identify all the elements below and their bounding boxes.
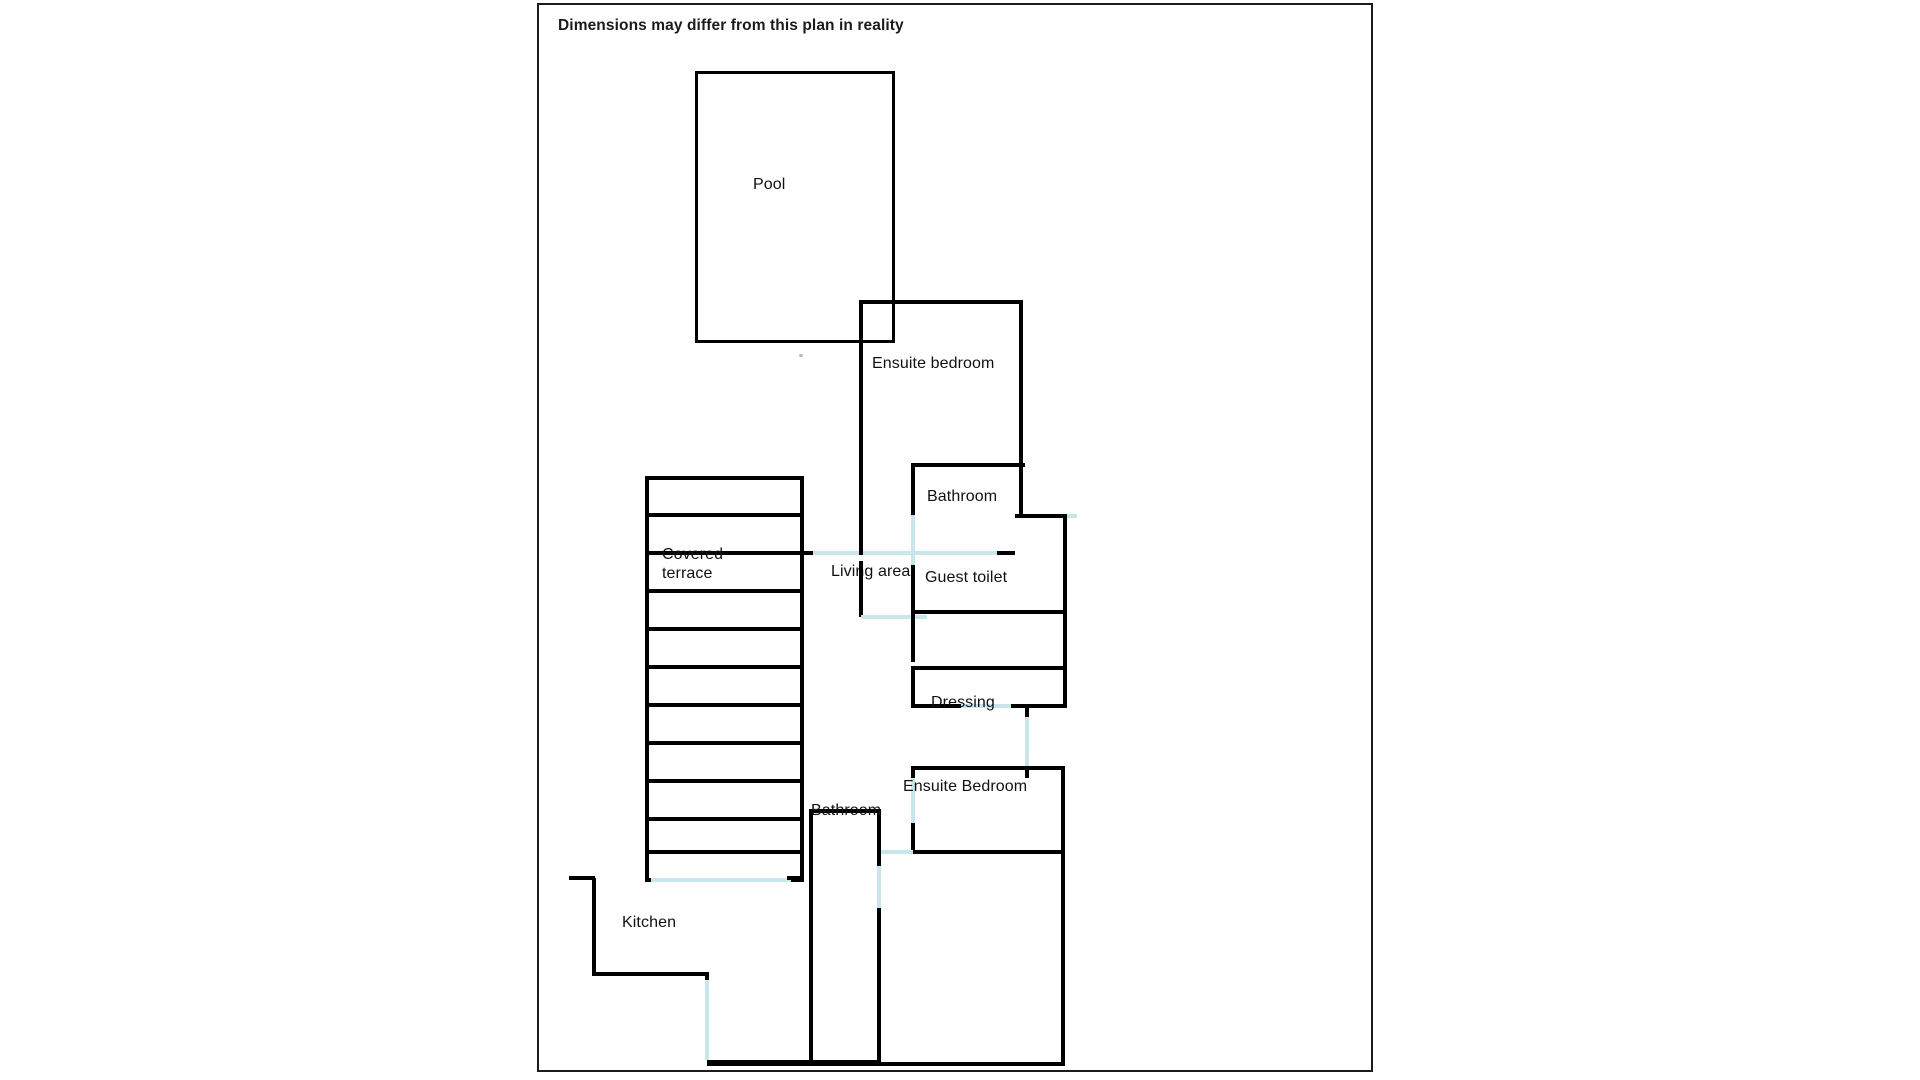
terrace-band-8 [645, 779, 804, 783]
door-bathroom-upper-left [911, 515, 915, 565]
terrace-band-9 [645, 817, 804, 821]
dressing-wall-top-right [1029, 766, 1065, 770]
room-label-covered-terrace-line1: Covered [662, 546, 724, 563]
bathroom-lower-wall-left [809, 809, 813, 1066]
terrace-wall-left [645, 476, 649, 882]
guest-toilet-wall-bottom-right [1011, 704, 1067, 708]
dressing-wall-left-b [911, 823, 915, 853]
corridor-wall-stub-top [1025, 704, 1029, 718]
terrace-wall-right [800, 476, 804, 882]
door-living-area-top [811, 551, 1004, 555]
terrace-band-2 [645, 551, 804, 555]
bathroom-upper-wall-right-upper [1019, 463, 1023, 518]
guest-toilet-wall-bottom-left [911, 704, 963, 708]
ensuite-upper-wall-left-b [859, 561, 863, 617]
bathroom-upper-wall-bottom [911, 610, 1067, 614]
terrace-band-5 [645, 665, 804, 669]
kitchen-wall-bottom [592, 972, 709, 976]
wall-living-stub-left [797, 551, 813, 555]
wall-living-stub-right [997, 551, 1015, 555]
guest-toilet-wall-left-a [911, 614, 915, 662]
bathroom-upper-wall-left-a [911, 463, 915, 515]
door-bathroom-upper-east [1067, 514, 1077, 518]
bathroom-lower-wall-top-left [809, 809, 881, 813]
door-ensuite-upper-bottom [861, 615, 927, 619]
terrace-band-10 [645, 850, 804, 854]
room-label-living-area: Living area [831, 563, 911, 580]
room-label-guest-toilet: Guest toilet [925, 569, 1008, 586]
kitchen-wall-top-stub [787, 876, 803, 880]
door-kitchen-terrace [651, 878, 791, 882]
door-ensuite-lower-left [877, 866, 881, 910]
terrace-band-3 [645, 589, 804, 593]
ensuite-lower-wall-left-b [877, 908, 881, 1066]
kitchen-wall-southeast-stub [705, 972, 709, 982]
room-label-ensuite-bedroom-lower: Ensuite Bedroom [903, 778, 1028, 795]
floor-plan-frame: Dimensions may differ from this plan in … [537, 3, 1373, 1072]
ensuite-lower-wall-right [1061, 850, 1065, 1066]
plan-disclaimer-text: Dimensions may differ from this plan in … [558, 17, 904, 34]
terrace-band-7 [645, 741, 804, 745]
door-corridor-vertical [1025, 717, 1029, 770]
dressing-wall-bottom [911, 850, 1065, 854]
bathroom-upper-wall-step [1015, 514, 1067, 518]
dressing-wall-top-left [911, 766, 1025, 770]
pool-marker-dot [799, 354, 803, 357]
room-label-covered-terrace-line2: terrace [662, 565, 713, 582]
guest-toilet-wall-left-b [911, 668, 915, 708]
bathroom-lower-wall-right [877, 809, 881, 857]
dressing-wall-left-a [911, 766, 915, 780]
terrace-band-6 [645, 703, 804, 707]
dressing-wall-right [1061, 766, 1065, 856]
kitchen-wall-northwest-stub [569, 876, 595, 880]
room-pool-outline [695, 71, 895, 343]
corridor-wall-stub-bottom [1025, 766, 1029, 778]
room-label-pool: Pool [753, 176, 786, 193]
ensuite-upper-wall-left-a [859, 300, 863, 555]
guest-toilet-wall-right [1063, 614, 1067, 708]
door-dressing-left [911, 778, 915, 826]
ensuite-upper-wall-right [1019, 300, 1023, 465]
kitchen-wall-left [592, 878, 596, 974]
bathroom-upper-wall-right-lower [1063, 514, 1067, 614]
ensuite-lower-wall-bottom [877, 1062, 1065, 1066]
ensuite-lower-wall-left-a [877, 854, 881, 868]
ensuite-upper-wall-top [859, 300, 1023, 304]
door-guest-toilet-bottom [961, 704, 1013, 708]
bathroom-upper-wall-top [911, 463, 1023, 467]
room-label-kitchen: Kitchen [622, 914, 677, 931]
room-label-ensuite-bedroom-upper: Ensuite bedroom [872, 355, 995, 372]
door-kitchen-south [705, 980, 709, 1060]
bathroom-lower-wall-bottom-thick [707, 1060, 879, 1066]
terrace-band-1 [645, 513, 804, 517]
guest-toilet-divider [911, 666, 1064, 670]
door-dressing-west [877, 850, 913, 854]
room-label-dressing: Dressing [931, 694, 995, 711]
terrace-wall-top [645, 476, 804, 480]
room-label-bathroom-upper: Bathroom [927, 488, 998, 505]
room-label-bathroom-lower: Bathroom [811, 802, 882, 819]
bathroom-upper-wall-left-b [911, 565, 915, 621]
terrace-band-4 [645, 627, 804, 631]
